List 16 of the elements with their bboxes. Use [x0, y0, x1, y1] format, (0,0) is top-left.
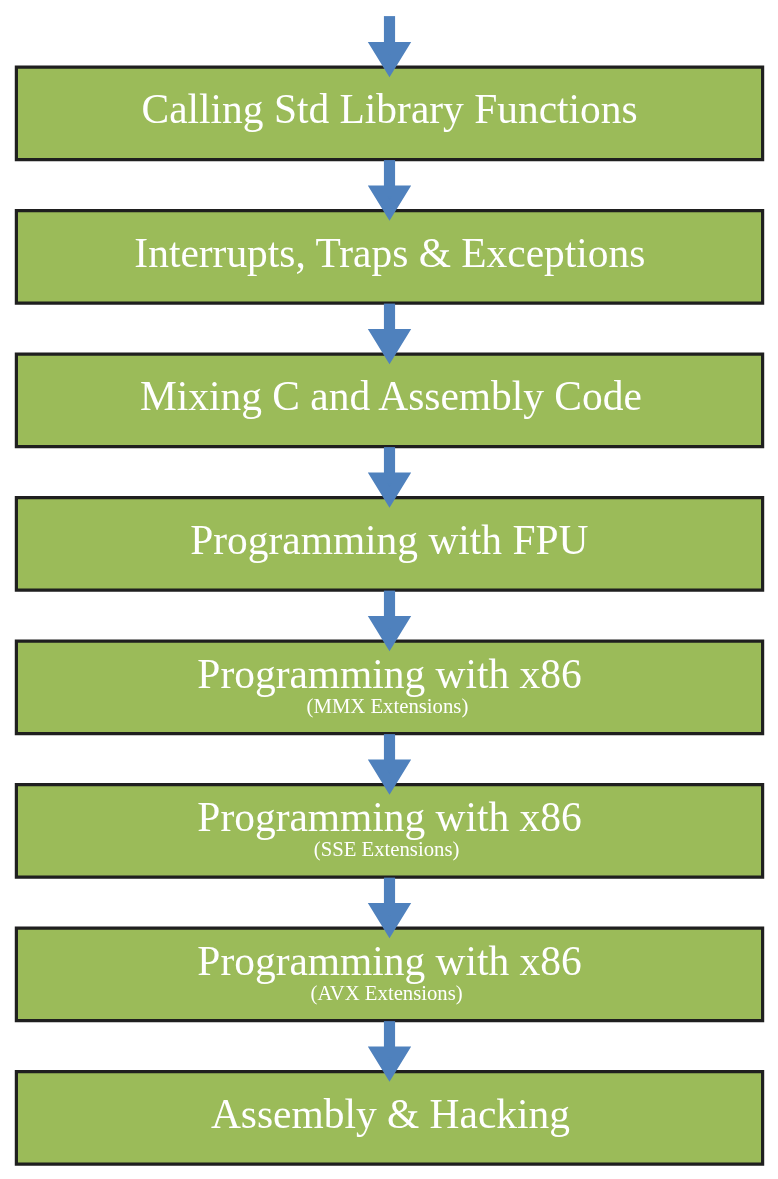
node-box: Assembly & Hacking	[14, 1070, 764, 1166]
arrow	[367, 160, 411, 221]
node-box: Programming with FPU	[14, 496, 764, 592]
node-box: Programming with x86 (SSE Extensions)	[14, 783, 764, 879]
node-box: Programming with x86 (AVX Extensions)	[14, 926, 764, 1023]
arrow	[367, 590, 411, 652]
arrow	[367, 877, 411, 939]
node-box: Programming with x86 (MMX Extensions)	[14, 639, 764, 736]
arrow	[367, 447, 411, 508]
arrow	[367, 1021, 411, 1082]
node-box: Calling Std Library Functions	[14, 65, 764, 162]
node-box: Interrupts, Traps & Exceptions	[14, 208, 764, 305]
arrow	[367, 303, 411, 365]
arrow	[367, 16, 411, 78]
node-box: Mixing C and Assembly Code	[14, 352, 764, 449]
arrow	[367, 734, 411, 795]
